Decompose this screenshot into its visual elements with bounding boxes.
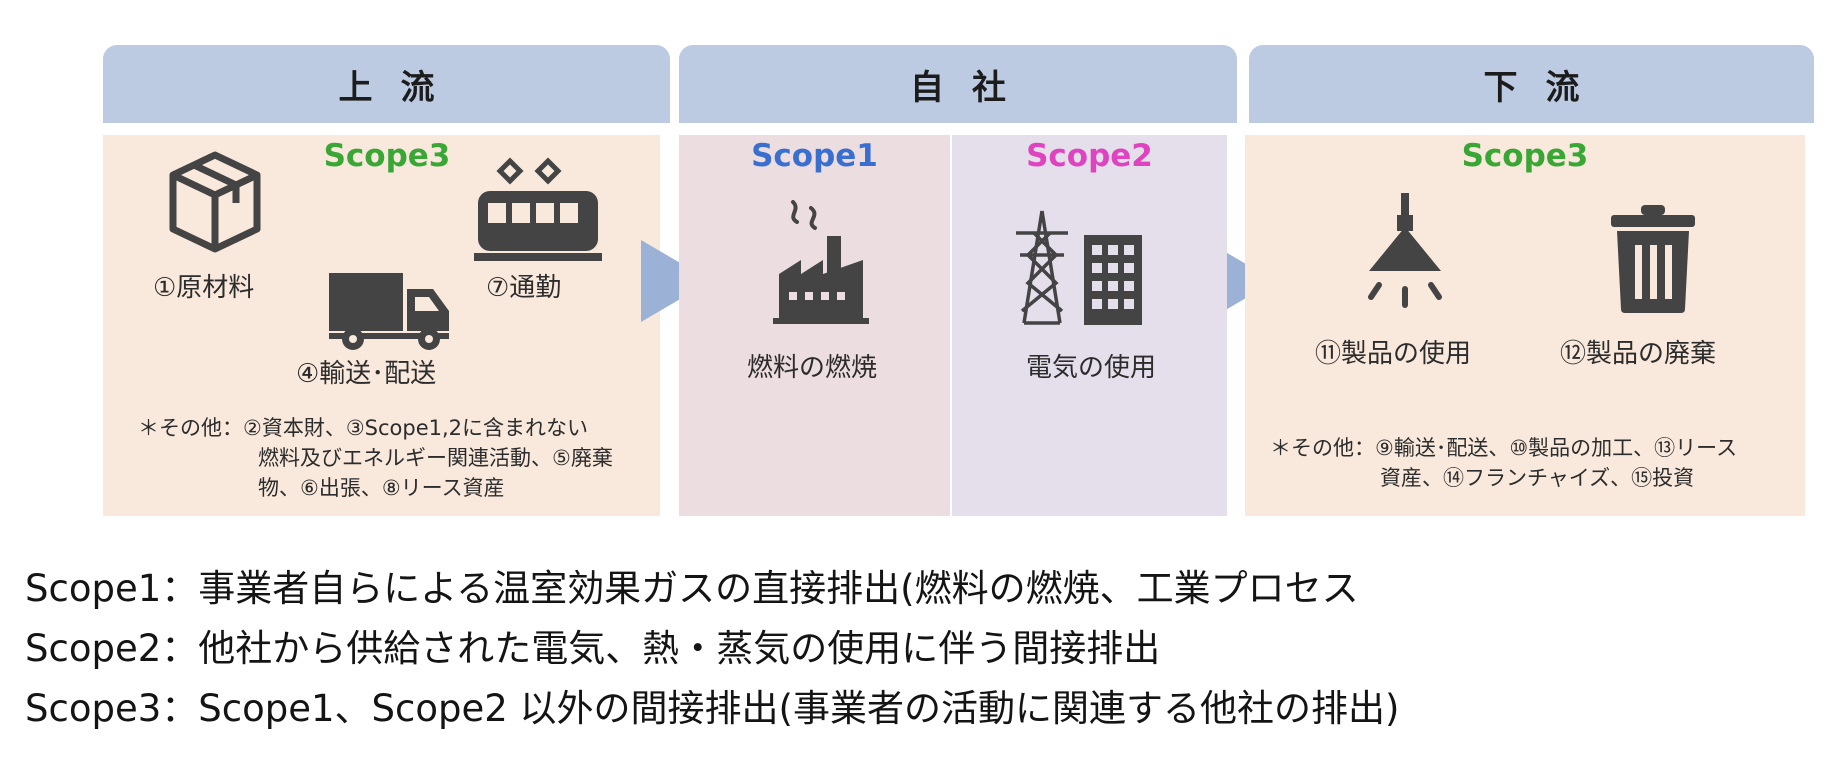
- upstream-note-line-2: 燃料及びエネルギー関連活動、⑤廃棄: [258, 446, 613, 470]
- train-icon: [474, 157, 602, 261]
- factory-icon: [773, 200, 869, 324]
- downstream-note-line-2: 資産、⑭フランチャイズ、⑮投資: [1380, 466, 1695, 490]
- item-product-disposal: ⑫製品の廃棄: [1560, 339, 1717, 369]
- scope3-downstream-label: Scope3: [1461, 138, 1589, 174]
- upstream-note-line-1: ＊その他：②資本財、③Scope1,2に含まれない: [138, 416, 589, 440]
- header-downstream-label: 下流: [1483, 67, 1608, 108]
- panel-scope2: Scope2 電気の使用: [952, 135, 1227, 516]
- header-upstream-label: 上流: [338, 67, 463, 108]
- panel-scope1: Scope1 燃料の燃焼: [679, 135, 950, 516]
- header-upstream: 上流: [103, 45, 670, 123]
- scope2-label: Scope2: [1026, 138, 1153, 174]
- item-raw-material: ①原材料: [153, 273, 255, 303]
- definition-scope3: Scope3：Scope1、Scope2 以外の間接排出(事業者の活動に関連する…: [25, 687, 1400, 730]
- panel-upstream-scope3: Scope3 ①原材料 ⑦通勤 ④輸送･配送 ＊: [103, 135, 660, 516]
- downstream-note-line-1: ＊その他：⑨輸送･配送、⑩製品の加工、⑬リース: [1270, 436, 1738, 460]
- scope1-label: Scope1: [751, 138, 878, 174]
- upstream-note-line-3: 物、⑥出張、⑧リース資産: [258, 476, 505, 500]
- trash-icon: [1611, 205, 1695, 313]
- truck-icon: [329, 273, 449, 350]
- header-downstream: 下流: [1249, 45, 1814, 123]
- upstream-other-note: ＊その他：②資本財、③Scope1,2に含まれない 燃料及びエネルギー関連活動、…: [138, 413, 613, 503]
- power-tower-building-icon: [1016, 210, 1142, 325]
- header-own-label: 自社: [910, 67, 1034, 108]
- box-icon: [169, 151, 261, 253]
- header-own-company: 自社: [679, 45, 1237, 123]
- lamp-icon: [1368, 193, 1442, 308]
- item-commute: ⑦通勤: [486, 273, 562, 303]
- downstream-other-note: ＊その他：⑨輸送･配送、⑩製品の加工、⑬リース 資産、⑭フランチャイズ、⑮投資: [1270, 433, 1737, 493]
- item-product-use: ⑪製品の使用: [1315, 339, 1472, 369]
- panel-downstream-scope3: Scope3 ⑪製品の使用 ⑫製品の廃棄 ＊その他：⑨輸送･配送、⑩製品の加工、…: [1245, 135, 1805, 516]
- definition-scope1: Scope1：事業者自らによる温室効果ガスの直接排出(燃料の燃焼、工業プロセス: [25, 567, 1359, 610]
- item-electricity-use: 電気の使用: [1026, 353, 1157, 383]
- item-transport: ④輸送･配送: [296, 359, 437, 389]
- item-fuel-combustion: 燃料の燃焼: [747, 353, 878, 383]
- definition-scope2: Scope2：他社から供給された電気、熱・蒸気の使用に伴う間接排出: [25, 627, 1161, 670]
- scope3-upstream-label: Scope3: [323, 138, 451, 174]
